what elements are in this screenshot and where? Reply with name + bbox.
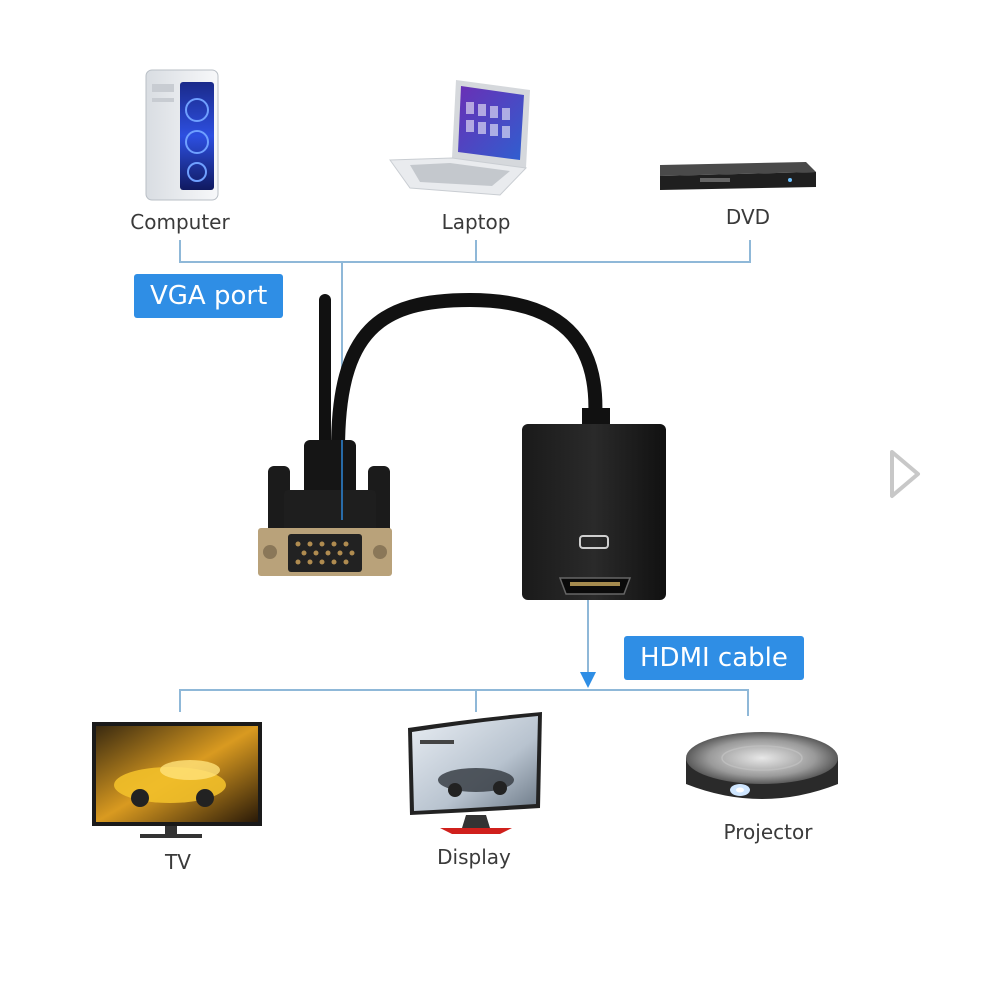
- label-laptop: Laptop: [441, 210, 511, 234]
- label-computer: Computer: [130, 210, 230, 234]
- chevron-right-icon: [890, 450, 920, 498]
- label-display: Display: [437, 845, 511, 869]
- laptop-icon: [389, 80, 530, 196]
- hdmi-cable-tag: HDMI cable: [624, 636, 804, 680]
- output-connector-lines: [179, 600, 749, 716]
- adapter-cable: [319, 292, 603, 457]
- projector-icon: [686, 732, 838, 799]
- hdmi-adapter-icon: [522, 408, 666, 600]
- label-dvd: DVD: [725, 205, 771, 229]
- vga-connector-icon: [258, 440, 392, 576]
- label-projector: Projector: [723, 820, 813, 844]
- tv-icon: [92, 722, 262, 838]
- computer-icon: [145, 69, 219, 201]
- label-tv: TV: [165, 850, 191, 874]
- dvd-player-icon: [660, 162, 816, 190]
- next-arrow-button[interactable]: [884, 446, 924, 502]
- vga-port-tag: VGA port: [134, 274, 284, 318]
- display-icon: [408, 712, 542, 834]
